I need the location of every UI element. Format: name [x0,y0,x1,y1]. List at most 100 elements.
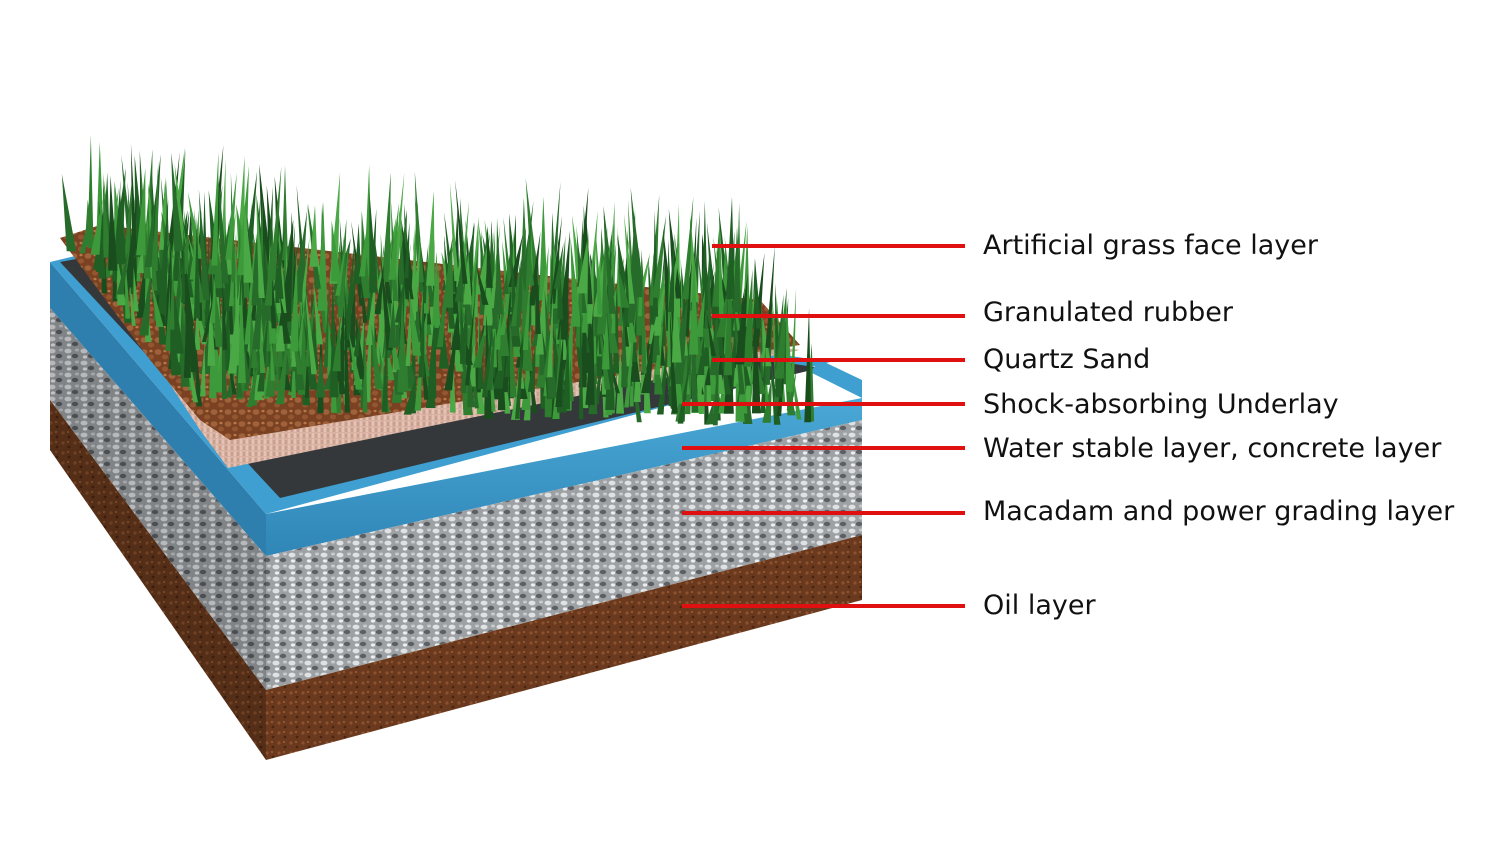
grass-blade [165,283,171,352]
grass-blade [630,187,645,298]
grass-blade [765,245,775,348]
grass-blade [656,340,669,415]
grass-blade [547,292,554,377]
grass-blade [411,236,421,312]
grass-blade [689,257,699,355]
grass-blade [464,238,480,350]
grass-blade [139,267,153,336]
grass-blade [509,317,517,398]
grass-blade [202,291,215,342]
grass-blade [680,328,692,375]
grass-blade [667,263,675,367]
grass-blade [194,298,201,350]
grass-blade [305,283,318,348]
grass-blade [774,287,787,379]
grass-blade [604,281,619,354]
grass-blade [681,266,688,318]
grass-blade [414,342,423,411]
grass-blade [671,284,682,363]
grass-blade [785,300,794,392]
grass-blade [475,262,489,305]
grass-blade [778,297,789,385]
grass-blade [616,346,625,414]
grass-blade [465,293,476,386]
grass-blade [705,381,721,425]
grass-blade [486,327,496,391]
grass-blade [380,250,393,351]
grass-blade [292,210,308,303]
grass-blade [262,267,273,321]
grass-blade [486,227,493,288]
grass-blade [627,199,635,297]
block-left-face [50,262,266,760]
grass-blade [637,252,651,296]
grass-blade [563,298,574,381]
grass-blade [259,315,266,374]
grass-blade [353,311,362,357]
grass-blade [699,270,715,329]
grass-blade [304,279,318,375]
grass-blade [432,251,441,326]
grass-blade [386,297,400,370]
grass-blade [296,236,310,328]
grass-blade [243,346,254,390]
grass-blade [450,308,461,351]
grass-blade [651,215,667,298]
grass-blade [404,221,410,279]
grass-blade [199,342,206,397]
grass-blade [369,191,378,293]
grass-blade [405,270,413,367]
grass-blade [160,176,172,274]
grass-blade [751,257,762,329]
grass-blade [651,281,666,336]
grass-blade [279,293,292,344]
grass-blade [617,234,630,297]
label-quartz-sand: Quartz Sand [983,344,1151,375]
grass-blade [531,300,544,347]
grass-blade [791,364,802,420]
grass-blade [425,190,435,286]
grass-blade [371,324,384,389]
grass-blade [223,218,237,290]
grass-blade [641,329,655,394]
grass-blade [374,264,384,315]
leader-lines [682,244,965,608]
grass-blade [124,251,131,319]
grass-blade [355,310,366,380]
grass-blade [388,298,397,348]
artificial-grass-blades [61,134,815,426]
grass-blade [116,250,129,295]
grass-blade [332,319,341,372]
grass-blade [603,249,615,314]
grass-blade [476,232,491,295]
grass-blade [550,215,563,304]
grass-blade [313,278,324,345]
grass-blade [359,212,370,277]
grass-blade [193,216,201,319]
grass-blade [460,200,470,281]
grass-blade [362,331,368,413]
grass-blade [309,205,318,267]
grass-blade [528,231,541,306]
grass-blade [121,154,135,258]
grass-blade [175,149,186,256]
grass-blade [445,238,454,308]
grass-blade [93,200,106,270]
block-front-face [266,398,862,760]
grass-blade [152,161,159,272]
grass-blade [246,358,260,407]
grass-blade [804,307,812,423]
grass-blade [563,329,571,410]
grass-blade [102,179,111,258]
grass-blade [275,332,289,405]
grass-blade [454,255,464,302]
grass-blade [144,199,156,268]
grass-blade [336,218,347,304]
grass-blade [217,171,229,284]
grass-blade [595,231,603,315]
grass-blade [672,290,689,384]
grass-blade [151,283,164,327]
label-macadam-power-grading-layer: Macadam and power grading layer [983,496,1455,527]
grass-blade [579,301,591,353]
